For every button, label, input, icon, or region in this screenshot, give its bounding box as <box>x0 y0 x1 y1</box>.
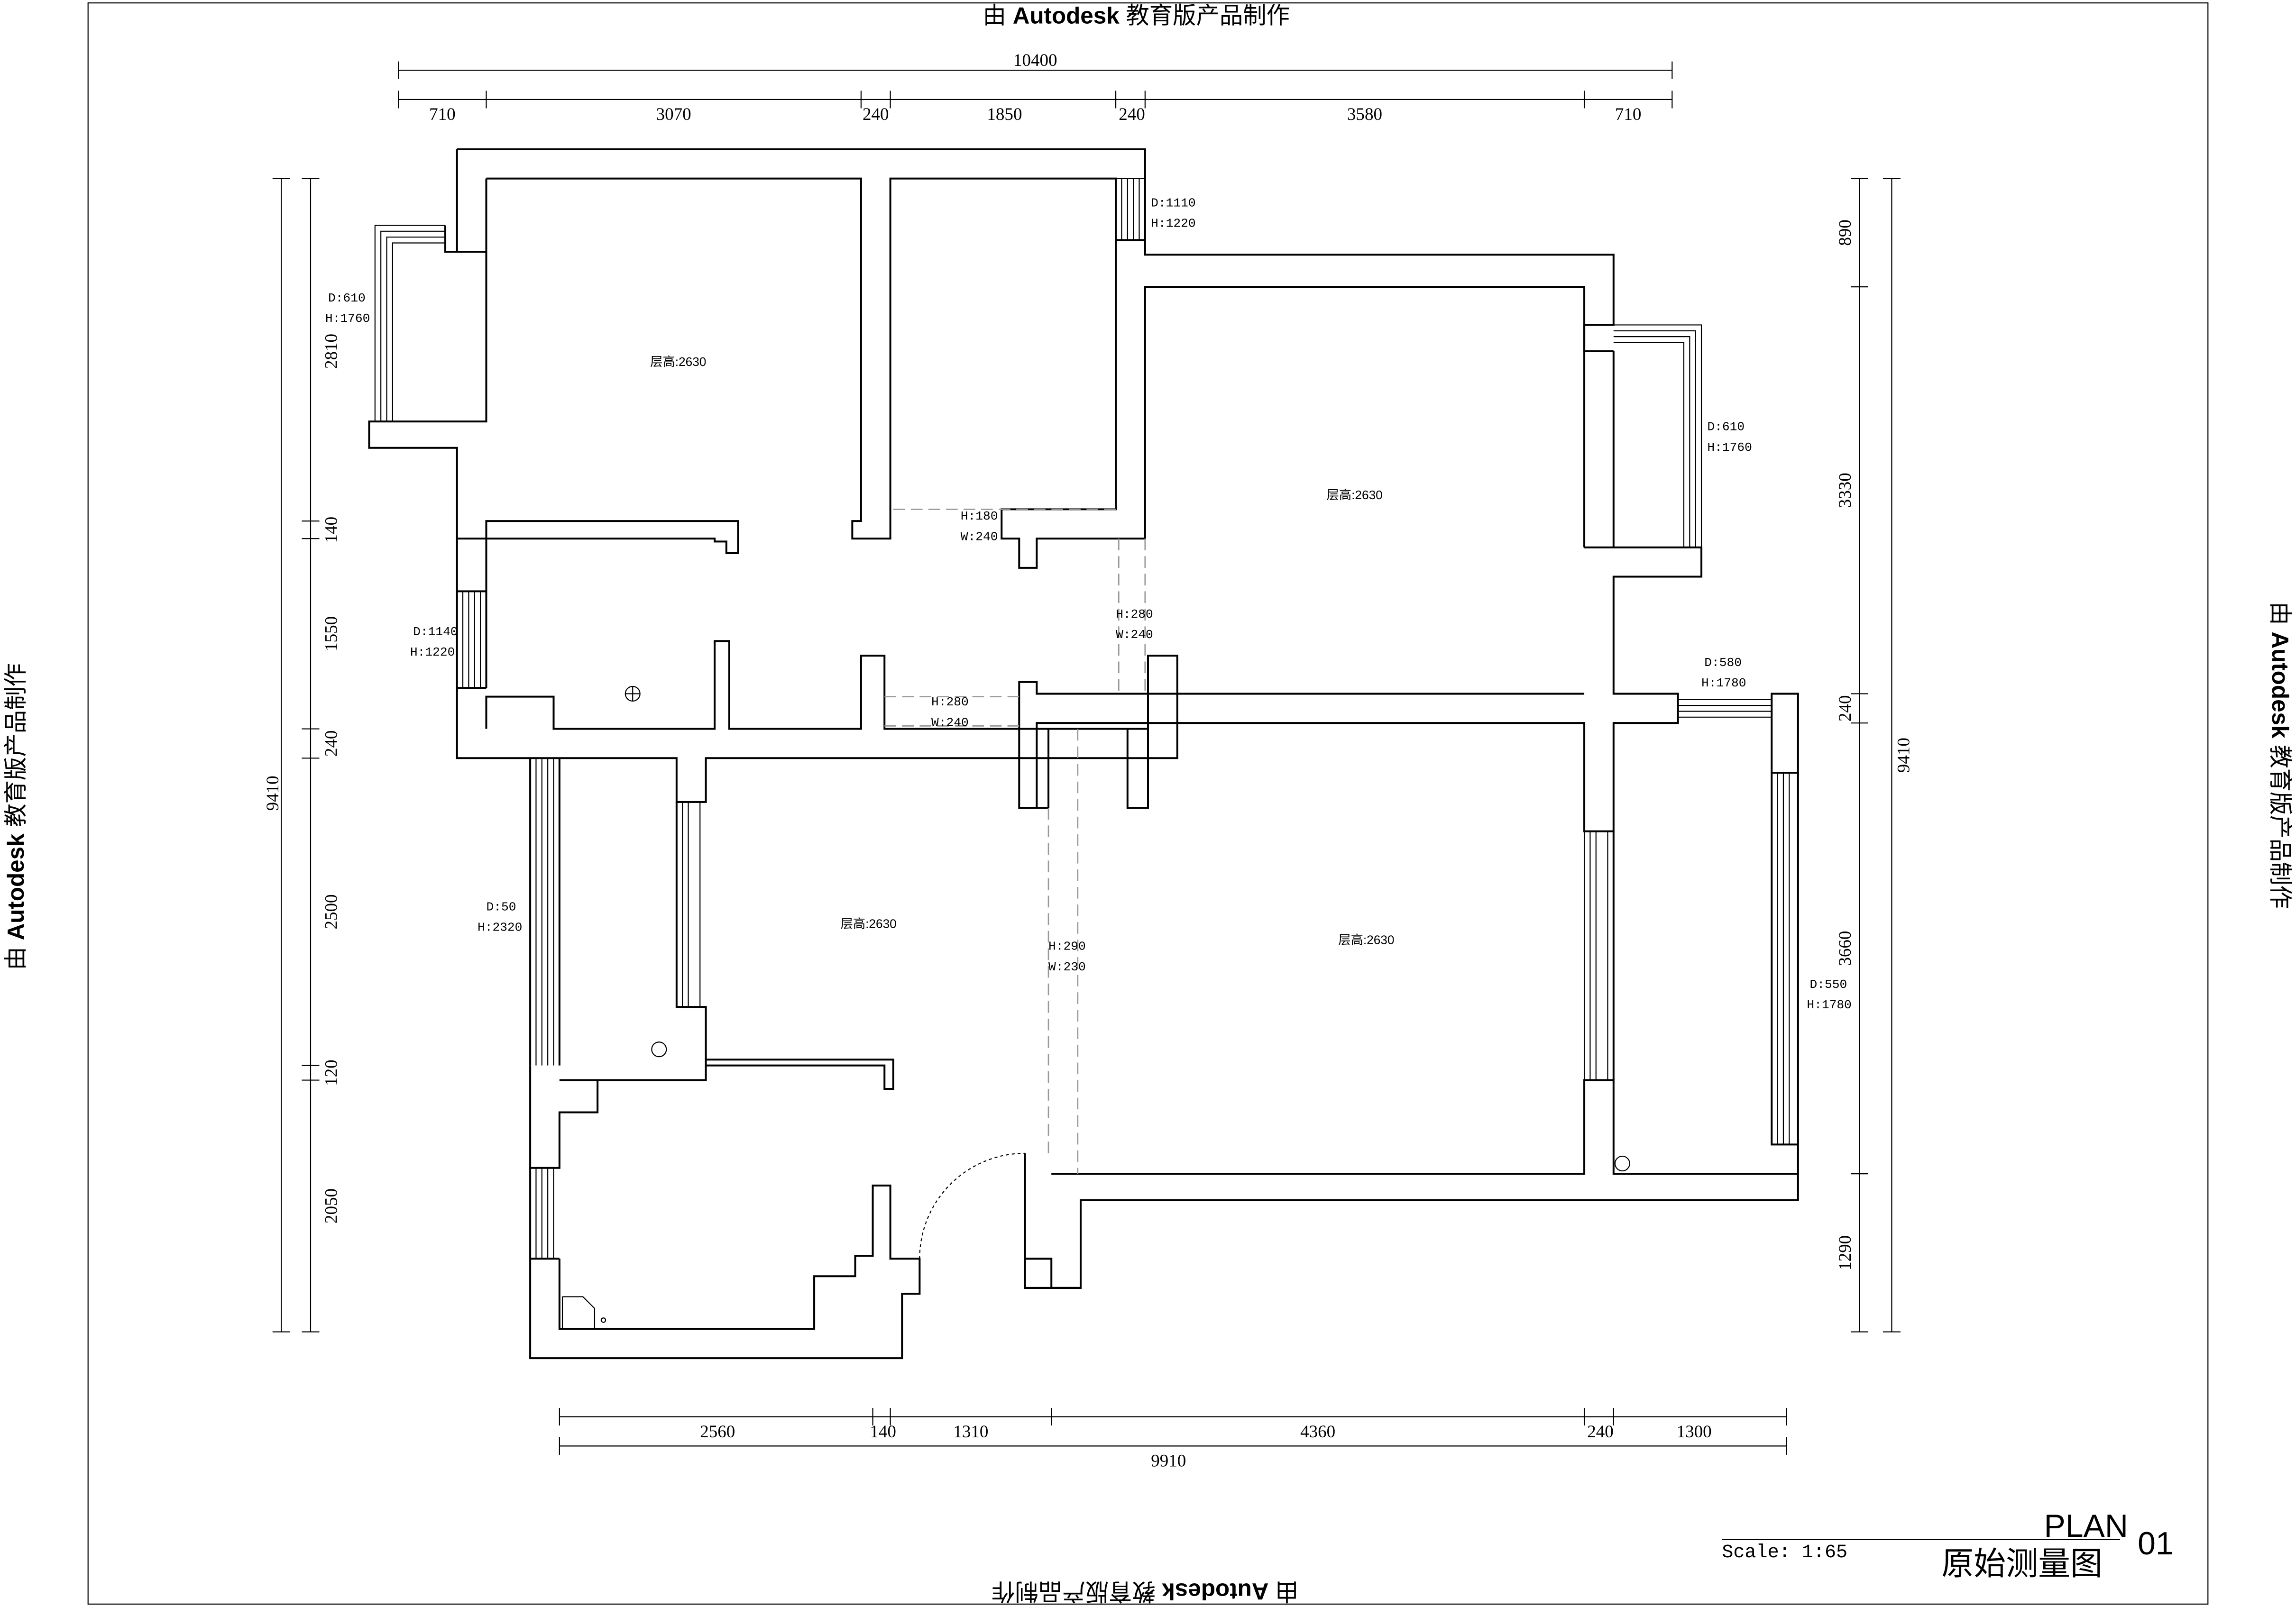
title-block: PLAN 01 Scale: 1:65 原始测量图 <box>1722 1508 2173 1582</box>
right-dimensions: 890 3330 240 3660 1290 9410 <box>1836 178 1913 1333</box>
dim-bottom-seg: 1310 <box>953 1422 988 1442</box>
watermark-left: 由 Autodesk 教育版产品制作 <box>3 663 29 970</box>
pipe-icon <box>651 1041 667 1058</box>
dim-right-seg: 3330 <box>1836 473 1855 508</box>
plan-number: 01 <box>2138 1526 2174 1561</box>
beam-note: H:280 <box>1116 607 1153 621</box>
beam-lines <box>884 509 1146 1174</box>
dim-bottom-seg: 140 <box>870 1422 896 1442</box>
dim-left-seg: 2810 <box>322 334 341 369</box>
plan-label: PLAN <box>2044 1508 2128 1544</box>
dim-top-seg: 3070 <box>656 105 691 124</box>
window-note: H:1220 <box>410 645 455 659</box>
dim-bottom-total: 9910 <box>1151 1452 1186 1471</box>
window-note: D:50 <box>486 900 516 914</box>
room-labels: 层高:2630 层高:2630 层高:2630 层高:2630 <box>650 355 1394 947</box>
drawing-name: 原始测量图 <box>1941 1546 2103 1582</box>
beam-note: W:240 <box>961 530 998 544</box>
room-height-label: 层高:2630 <box>650 355 706 369</box>
dim-bottom-seg: 240 <box>1587 1422 1614 1442</box>
dim-right-seg: 240 <box>1836 695 1855 722</box>
scale-label: Scale: 1:65 <box>1722 1542 1847 1563</box>
opening-notes: D:610 H:1760 D:1110 H:1220 D:610 H:1760 … <box>325 196 1852 1012</box>
window-note: H:1220 <box>1151 217 1195 231</box>
dim-top-seg: 240 <box>1119 105 1145 124</box>
window-note: H:1780 <box>1807 998 1851 1012</box>
dim-top-seg: 240 <box>863 105 889 124</box>
watermark-right: 由 Autodesk 教育版产品制作 <box>2267 602 2293 908</box>
watermark-bottom: 由 Autodesk 教育版产品制作 <box>992 1579 1298 1605</box>
window-note: H:1760 <box>325 311 370 326</box>
dim-bottom-seg: 1300 <box>1677 1422 1712 1442</box>
beam-note: H:280 <box>931 695 969 709</box>
beam-note: H:290 <box>1048 940 1086 954</box>
room-height-label: 层高:2630 <box>841 916 897 931</box>
dim-top-total: 10400 <box>1013 51 1057 70</box>
dim-right-total: 9410 <box>1894 738 1913 773</box>
room-height-label: 层高:2630 <box>1327 488 1383 502</box>
dim-top-seg: 710 <box>429 105 456 124</box>
dim-left-seg: 120 <box>322 1059 341 1086</box>
window-note: D:610 <box>328 291 366 305</box>
dim-right-seg: 890 <box>1836 219 1855 246</box>
room-height-label: 层高:2630 <box>1338 932 1394 947</box>
dim-left-total: 9410 <box>263 776 283 811</box>
dim-left-seg: 140 <box>322 517 341 543</box>
dim-bottom-seg: 2560 <box>700 1422 735 1442</box>
dim-top-seg: 1850 <box>987 105 1022 124</box>
left-dimensions: 9410 2810 140 1550 240 2500 120 2050 <box>263 178 341 1333</box>
dim-top-seg: 3580 <box>1347 105 1382 124</box>
bottom-dimensions: 2560 140 1310 4360 240 1300 9910 <box>559 1408 1787 1471</box>
window-note: D:1110 <box>1151 196 1195 210</box>
window-note: H:1780 <box>1701 676 1746 690</box>
window-note: D:610 <box>1707 420 1745 434</box>
watermark-top: 由 Autodesk 教育版产品制作 <box>983 2 1290 28</box>
top-dimensions: 10400 710 3070 240 1850 240 3580 710 <box>398 51 1673 124</box>
window-note: D:1140 <box>413 625 458 639</box>
dim-right-seg: 3660 <box>1836 931 1855 966</box>
beam-note: H:180 <box>961 509 998 523</box>
dim-left-seg: 2050 <box>322 1188 341 1224</box>
window-note: H:1760 <box>1707 440 1752 455</box>
window-note: D:580 <box>1704 656 1742 670</box>
window-note: D:550 <box>1810 977 1847 992</box>
drawing-frame <box>87 2 2209 1605</box>
window-note: H:2320 <box>478 921 522 935</box>
beam-note: W:230 <box>1048 960 1086 974</box>
beam-note: W:240 <box>1116 628 1153 642</box>
dim-top-seg: 710 <box>1615 105 1642 124</box>
pipe-icon <box>1614 1155 1630 1172</box>
dim-right-seg: 1290 <box>1836 1235 1855 1270</box>
beam-note: W:240 <box>931 715 969 730</box>
dim-left-seg: 2500 <box>322 894 341 929</box>
dim-left-seg: 240 <box>322 730 341 757</box>
pipe-icon <box>600 1317 606 1323</box>
dim-left-seg: 1550 <box>322 616 341 651</box>
walls <box>368 148 1799 1360</box>
dim-bottom-seg: 4360 <box>1300 1422 1335 1442</box>
